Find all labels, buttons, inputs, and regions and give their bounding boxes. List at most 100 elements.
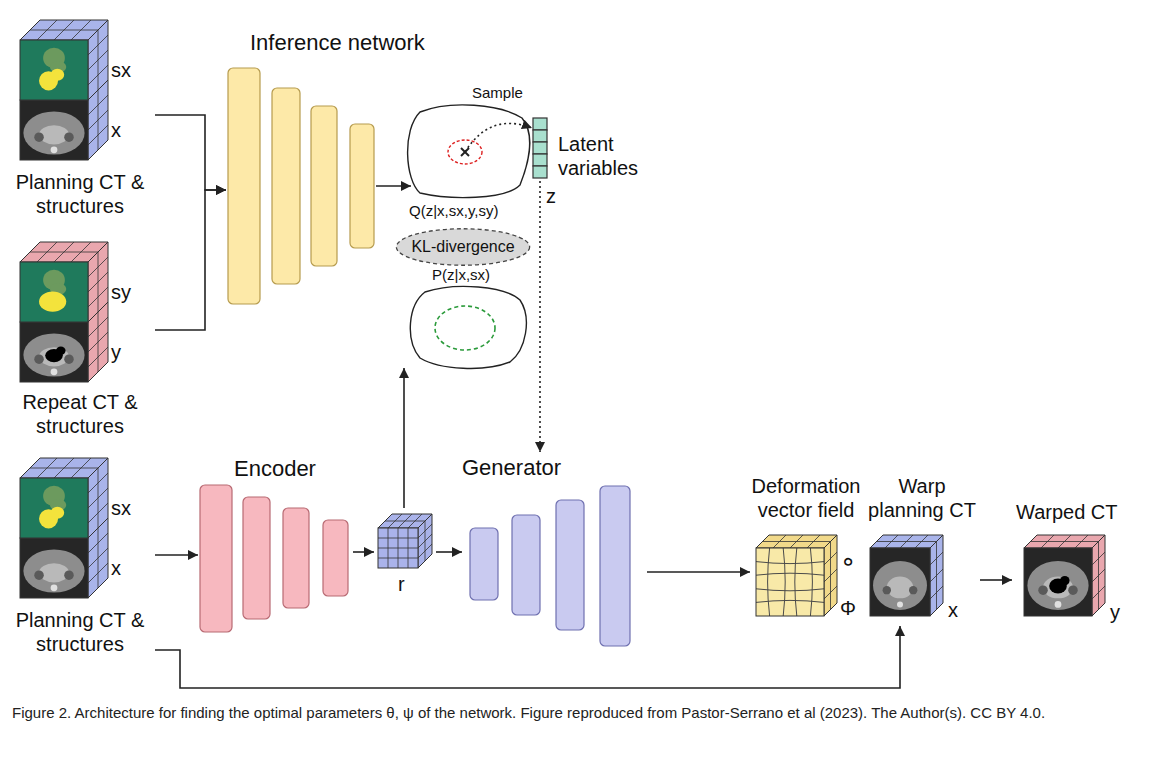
ct-body <box>23 111 84 154</box>
prior-distribution <box>410 286 526 368</box>
node-text: Repeat CT & structures <box>15 390 145 438</box>
connector <box>465 123 532 152</box>
ct-image <box>1024 548 1092 616</box>
ct-bone <box>34 354 44 364</box>
ct-body <box>1027 561 1088 610</box>
latent-cell <box>533 118 547 130</box>
deformation-field <box>756 548 824 616</box>
grid-line <box>936 542 937 610</box>
connector <box>155 190 226 330</box>
distribution: P(z|x,sx) <box>408 266 528 368</box>
field-line <box>756 573 824 575</box>
cube-side <box>1092 535 1105 616</box>
grid-line <box>408 528 409 568</box>
structure <box>51 69 65 81</box>
grid-line <box>30 468 98 469</box>
ct-body <box>23 333 84 376</box>
node-text: Latent variables <box>558 132 653 180</box>
grid-line <box>98 528 99 588</box>
volume-cube <box>756 535 837 616</box>
ct-organ <box>39 125 69 144</box>
ct-bone <box>34 570 44 580</box>
node-text: Q(z|x,sx,y,sy) <box>409 202 498 220</box>
ct-bone <box>51 368 58 375</box>
node-text: Planning CT & structures <box>15 608 145 656</box>
connector <box>647 571 750 573</box>
network-block: Generator <box>462 455 647 660</box>
inference-layer <box>228 68 260 304</box>
latent-cell <box>533 154 547 166</box>
cube-outline <box>20 100 88 160</box>
node-text: Encoder <box>234 456 316 482</box>
grid-line <box>98 468 99 528</box>
node-text: x <box>948 598 958 622</box>
segmentation-image <box>20 262 88 322</box>
cube-side <box>930 535 943 616</box>
cube-outline <box>870 548 930 616</box>
connector <box>155 626 900 688</box>
node-text: sx <box>111 496 131 520</box>
segmentation-image <box>20 40 88 100</box>
grid-line <box>877 541 937 542</box>
node-text: z <box>546 184 556 208</box>
cube-top <box>756 535 837 548</box>
cube-outline <box>20 40 88 100</box>
ct-bone <box>909 586 917 594</box>
input-volumes: sxxPlanning CT & structures <box>5 12 155 227</box>
latent-cell <box>533 142 547 154</box>
ct-bone <box>897 601 903 607</box>
prior-region <box>435 306 495 350</box>
latent-cell <box>533 130 547 142</box>
encoder-layer <box>243 497 270 619</box>
ct-bone <box>64 132 74 142</box>
connector <box>980 579 1012 581</box>
volume-cube <box>1024 535 1105 616</box>
output-volume: Warped CT y <box>1012 500 1137 630</box>
node-text: x <box>111 118 121 142</box>
inference-layer <box>272 88 300 284</box>
ellipse-shape <box>396 229 529 265</box>
cube-outline <box>756 548 824 616</box>
node-text: Φ <box>840 596 856 620</box>
connector <box>353 551 374 553</box>
node-text: Deformation vector field <box>750 474 862 522</box>
node-text: Warp planning CT <box>866 474 978 522</box>
cube-side <box>824 535 837 616</box>
volume-cube <box>20 20 108 100</box>
grid-line <box>98 252 99 312</box>
cube-outline <box>378 528 418 568</box>
grid-line <box>763 541 831 542</box>
ct-gas-pocket <box>56 347 66 355</box>
field-line <box>783 548 785 616</box>
ct-image <box>20 538 88 598</box>
ct-image <box>20 322 88 382</box>
network-block: Inference network <box>222 30 442 310</box>
grid-line <box>1098 542 1099 610</box>
inference-layer <box>311 106 337 266</box>
ct-bone <box>1068 585 1078 595</box>
grid-line <box>830 542 831 610</box>
operator-symbol: ∘ <box>840 546 856 577</box>
ct-body <box>23 549 84 592</box>
volume-cube <box>20 458 108 538</box>
field-line <box>768 548 770 616</box>
distribution: Q(z|x,sx,y,sy) <box>405 104 533 222</box>
node-text: y <box>1110 600 1120 624</box>
input-volumes: syyRepeat CT & structures <box>5 232 155 447</box>
connector <box>376 185 411 187</box>
loss-ellipse: KL-divergence <box>395 228 531 266</box>
generator-layer <box>512 515 540 615</box>
grid-line <box>30 252 98 253</box>
node-text: KL-divergence <box>411 237 514 256</box>
volume-cube <box>870 535 943 616</box>
ct-bone <box>34 132 44 142</box>
cube-outline <box>20 322 88 382</box>
latent-volume: r <box>374 508 436 598</box>
warp-volume: Warp planning CT x <box>866 474 980 626</box>
connector <box>539 181 541 452</box>
node-text: Warped CT <box>1016 500 1118 524</box>
generator-layer <box>470 528 498 600</box>
node-text: sx <box>111 58 131 82</box>
